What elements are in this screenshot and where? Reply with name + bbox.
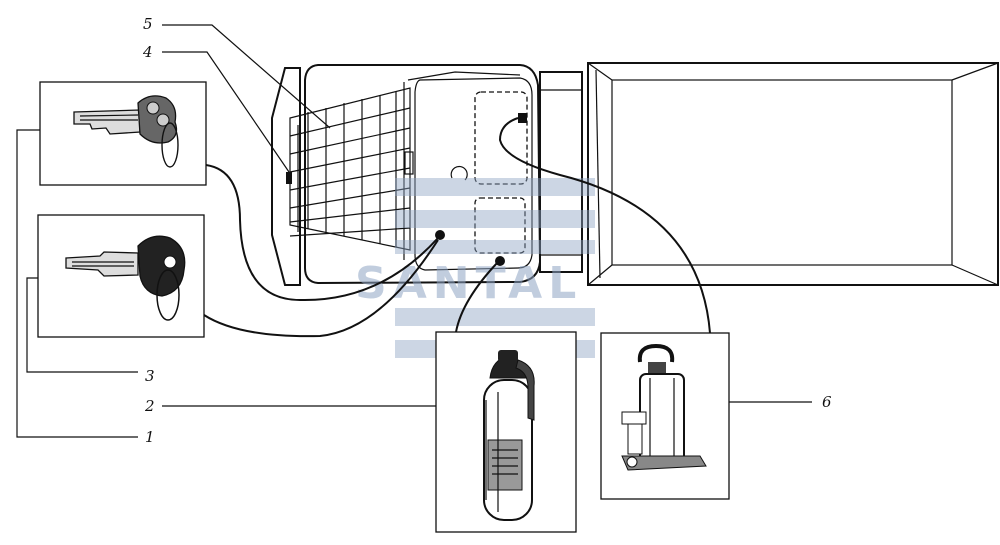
callout-labels: 5 4 3 2 1 6 [142, 15, 832, 446]
watermark: SANTAL [355, 178, 595, 358]
hydraulic-jack-icon [621, 343, 707, 471]
hydraulic-jack-box [600, 332, 730, 500]
fire-extinguisher-icon [483, 350, 535, 521]
callout-5: 5 [143, 15, 153, 33]
callout-1: 1 [145, 428, 155, 446]
callout-2: 2 [144, 397, 155, 415]
fire-extinguisher-box [435, 331, 577, 533]
callout-4: 4 [142, 43, 153, 61]
ignition-key-icon [73, 95, 179, 168]
watermark-text: SANTAL [355, 258, 582, 309]
cab-key-box [37, 214, 205, 338]
truck-top-view-icon [271, 62, 999, 286]
windshield-grid [289, 87, 411, 251]
ignition-key-box [39, 81, 207, 186]
leader-lines [16, 24, 812, 438]
cab-key-icon [65, 235, 186, 321]
connector-lines [203, 113, 711, 338]
callout-6: 6 [822, 393, 832, 411]
callout-3: 3 [145, 367, 155, 385]
